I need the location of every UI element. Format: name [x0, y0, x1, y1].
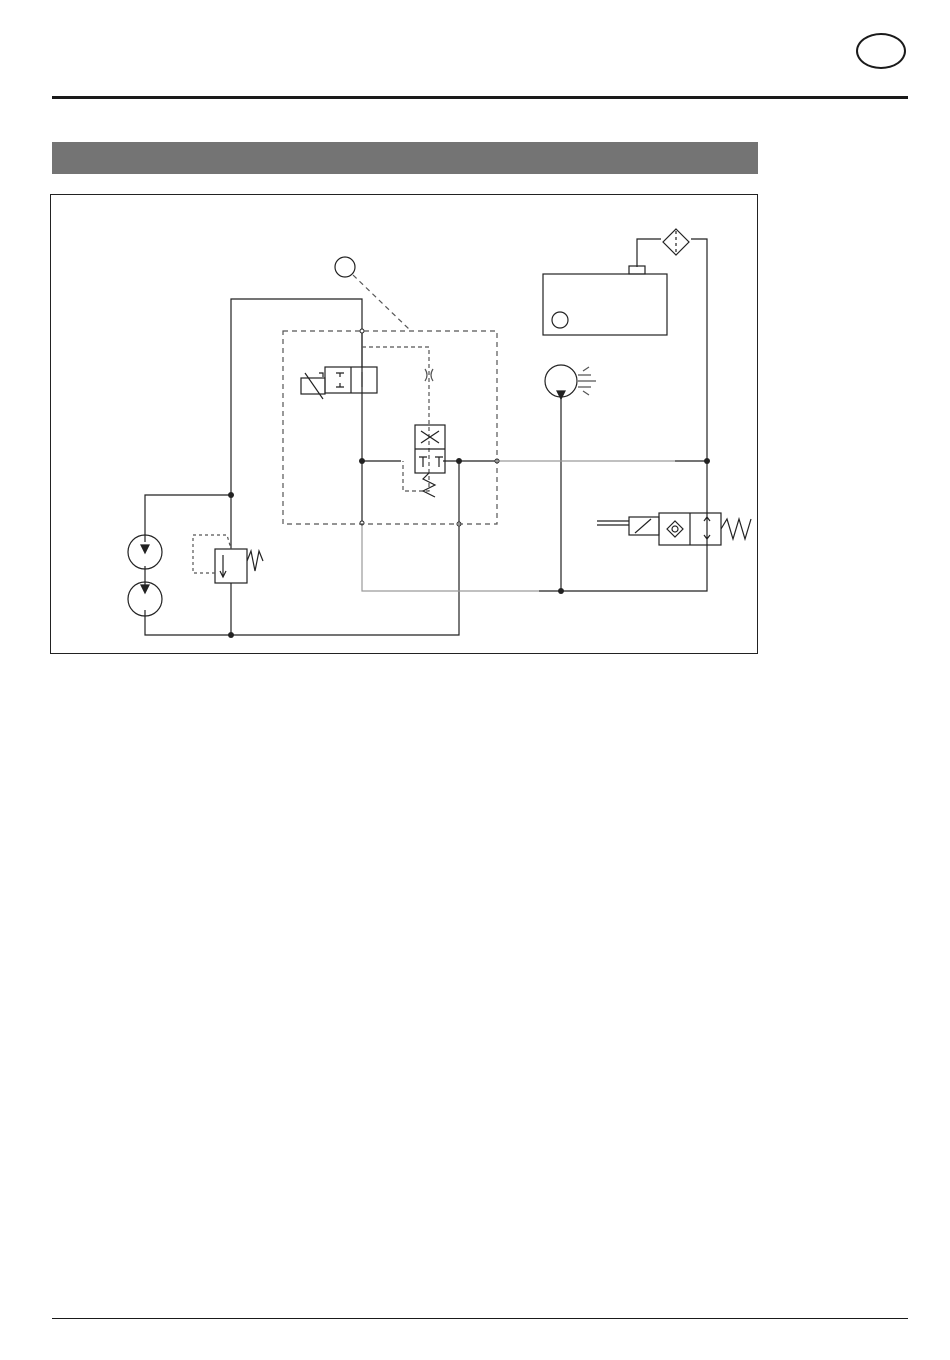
- language-badge: [856, 33, 906, 69]
- junction-dots: [228, 458, 710, 638]
- solenoid-valve: [301, 367, 377, 399]
- hydraulic-motor: [545, 365, 596, 399]
- callout-circle: [335, 257, 355, 277]
- section-title-bar: [52, 142, 758, 174]
- valve-block-enclosure: [283, 331, 497, 524]
- return-filter: [663, 229, 689, 255]
- oil-tank: [543, 266, 667, 335]
- return-to-filter: [691, 239, 707, 517]
- pilot-line: [362, 347, 429, 491]
- header-rule: [52, 96, 908, 99]
- pressure-lines: [145, 239, 707, 635]
- hydraulic-diagram: [51, 195, 759, 655]
- relief-valve: [193, 535, 263, 583]
- grey-lines: [362, 461, 675, 591]
- directional-valve-right: [597, 513, 751, 545]
- pressure-line-top: [231, 299, 362, 495]
- hydraulic-diagram-frame: [50, 194, 758, 654]
- bottom-line: [145, 525, 459, 635]
- tank-level-gauge: [552, 312, 568, 328]
- footer-rule: [52, 1318, 908, 1319]
- flow-control-valve: [415, 425, 445, 497]
